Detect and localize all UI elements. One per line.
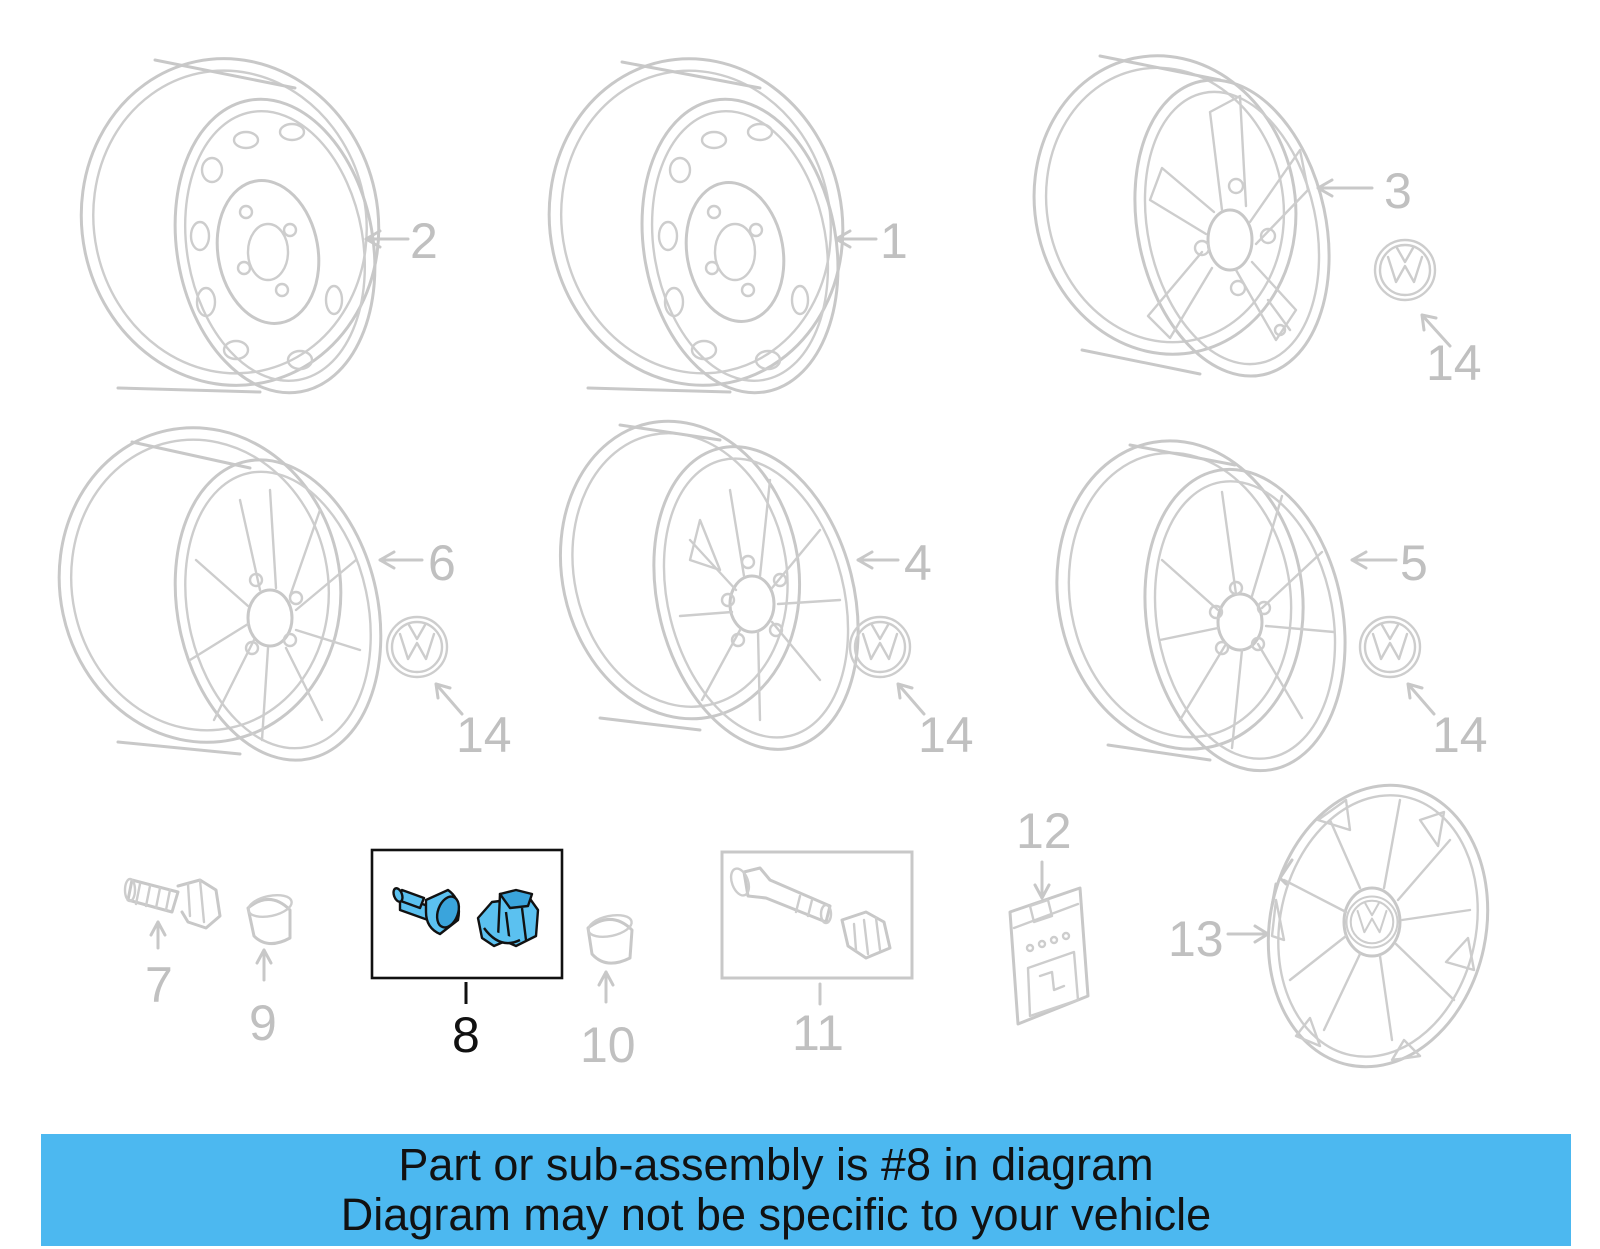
banner-line-2: Diagram may not be specific to your vehi… [340, 1189, 1212, 1240]
callout-14a: 14 [1426, 335, 1482, 391]
wheel-bolt-blue [392, 887, 461, 936]
callout-14d: 14 [1432, 707, 1488, 763]
callout-1: 1 [880, 213, 908, 269]
wheel-steel-2 [79, 57, 381, 395]
cap-10 [586, 914, 634, 965]
info-banner: Part or sub-assembly is #8 in diagram Di… [41, 1134, 1571, 1246]
callout-10: 10 [580, 1017, 636, 1073]
part-8-highlight-box [370, 848, 564, 980]
wheel-steel-1 [547, 57, 845, 395]
wheel-alloy-5 [1055, 439, 1347, 773]
wheel-alloy-6 [57, 426, 383, 762]
callout-12: 12 [1016, 803, 1072, 859]
cap-9 [246, 894, 293, 945]
callout-14c: 14 [918, 707, 974, 763]
callout-2: 2 [410, 213, 438, 269]
callout-13: 13 [1168, 911, 1224, 967]
lock-nut-blue [476, 888, 540, 948]
callout-8: 8 [452, 1007, 480, 1063]
callout-7: 7 [145, 957, 173, 1013]
vw-center-cap [385, 615, 449, 679]
label-sticker-12 [1008, 886, 1090, 1026]
callout-14b: 14 [456, 707, 512, 763]
callout-11: 11 [792, 1005, 844, 1061]
vw-center-cap [1358, 615, 1422, 679]
banner-line-1: Part or sub-assembly is #8 in diagram [398, 1139, 1154, 1190]
wheel-alloy-3 [1032, 54, 1331, 378]
callout-6: 6 [428, 535, 456, 591]
vw-center-cap [1373, 238, 1437, 302]
hubcap-13 [1266, 783, 1490, 1069]
vw-center-cap [848, 615, 912, 679]
callout-3: 3 [1384, 163, 1412, 219]
callout-4: 4 [904, 535, 932, 591]
wheel-alloy-4 [558, 419, 860, 751]
callout-5: 5 [1400, 535, 1428, 591]
callout-9: 9 [249, 995, 277, 1051]
lock-bolt-7 [123, 877, 222, 930]
valve-kit-11 [720, 850, 914, 980]
